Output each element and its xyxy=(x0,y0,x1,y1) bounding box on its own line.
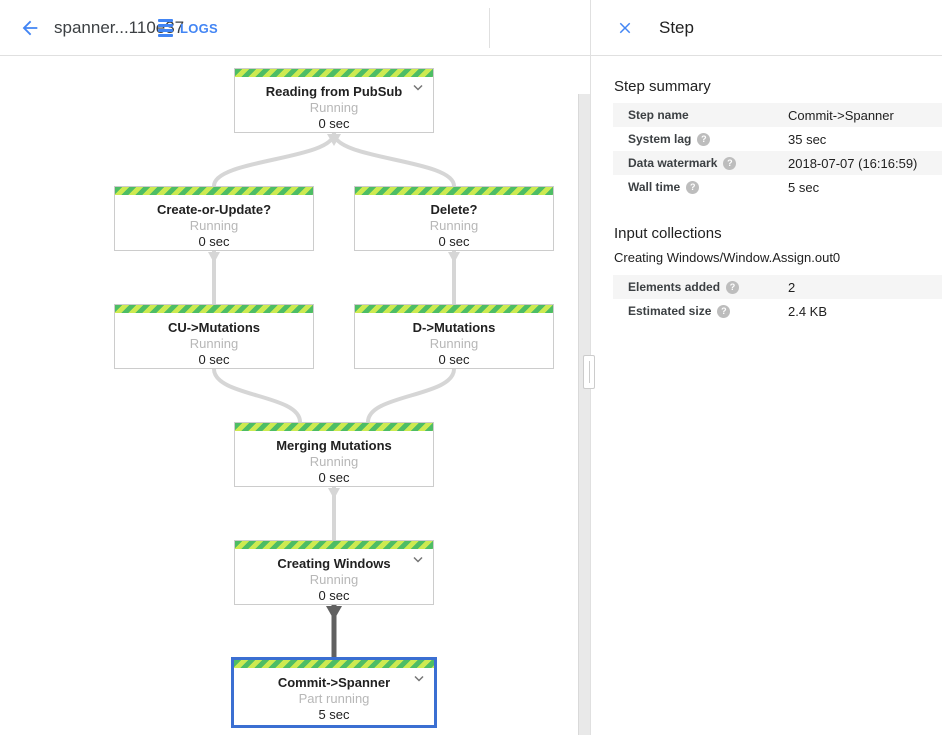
node-status: Part running xyxy=(298,691,370,706)
running-stripe xyxy=(115,187,313,195)
help-icon[interactable]: ? xyxy=(717,304,731,318)
row-value: 35 sec xyxy=(788,131,827,147)
back-button[interactable] xyxy=(16,14,44,42)
top-header: spanner...110e37 LOGS Step xyxy=(0,0,942,56)
help-icon[interactable]: ? xyxy=(686,180,700,194)
edge-pubsub-delete xyxy=(332,132,456,187)
node-time: 0 sec xyxy=(198,234,230,249)
node-title: Reading from PubSub xyxy=(265,84,403,99)
node-title: CU->Mutations xyxy=(167,320,261,335)
row-value: 2018-07-07 (16:16:59) xyxy=(788,155,918,171)
graph-node-delete[interactable]: Delete? Running 0 sec xyxy=(354,186,554,251)
row-value: 2.4 KB xyxy=(788,303,828,319)
panel-resize-handle[interactable] xyxy=(583,355,595,389)
table-row: Wall time ? 5 sec xyxy=(613,175,942,199)
step-details-panel: Step summary Step name Commit->Spanner S… xyxy=(591,56,942,735)
step-summary-heading: Step summary xyxy=(614,78,711,95)
node-status: Running xyxy=(309,572,359,587)
edge-pubsub-createorupdate xyxy=(212,132,336,187)
row-value: 5 sec xyxy=(788,179,820,195)
panel-header: Step xyxy=(590,0,942,56)
node-time: 0 sec xyxy=(438,352,470,367)
running-stripe xyxy=(235,541,433,549)
node-title: Commit->Spanner xyxy=(277,675,391,690)
header-left: spanner...110e37 LOGS xyxy=(0,0,590,56)
canvas-scrollbar-track[interactable] xyxy=(578,94,590,735)
graph-node-create-or-update[interactable]: Create-or-Update? Running 0 sec xyxy=(114,186,314,251)
chevron-down-icon[interactable] xyxy=(412,556,424,564)
row-label: Wall time ? xyxy=(628,180,788,194)
running-stripe xyxy=(235,423,433,431)
table-row: System lag ? 35 sec xyxy=(613,127,942,151)
step-summary-table: Step name Commit->Spanner System lag ? 3… xyxy=(613,103,942,199)
job-graph-canvas[interactable]: Reading from PubSub Running 0 sec Create… xyxy=(0,56,590,735)
graph-node-creating-windows[interactable]: Creating Windows Running 0 sec xyxy=(234,540,434,605)
row-label: System lag ? xyxy=(628,132,788,146)
close-panel-button[interactable] xyxy=(613,16,637,40)
chevron-down-icon[interactable] xyxy=(412,84,424,92)
row-label: Step name xyxy=(628,108,689,122)
row-label: Elements added ? xyxy=(628,280,788,294)
logs-button-label: LOGS xyxy=(179,20,218,36)
input-collections-heading: Input collections xyxy=(614,225,722,242)
node-time: 0 sec xyxy=(318,470,350,485)
table-row: Data watermark ? 2018-07-07 (16:16:59) xyxy=(613,151,942,175)
running-stripe xyxy=(115,305,313,313)
chevron-down-icon[interactable] xyxy=(413,675,425,683)
node-time: 0 sec xyxy=(318,588,350,603)
help-icon[interactable]: ? xyxy=(697,132,711,146)
graph-node-merging-mutations[interactable]: Merging Mutations Running 0 sec xyxy=(234,422,434,487)
input-collection-name: Creating Windows/Window.Assign.out0 xyxy=(614,250,841,265)
row-value: 2 xyxy=(788,279,796,295)
node-status: Running xyxy=(189,218,239,233)
edge-cumutations-merging xyxy=(212,368,302,423)
help-icon[interactable]: ? xyxy=(726,280,740,294)
graph-node-reading-from-pubsub[interactable]: Reading from PubSub Running 0 sec xyxy=(234,68,434,133)
help-icon[interactable]: ? xyxy=(723,156,737,170)
graph-node-cu-mutations[interactable]: CU->Mutations Running 0 sec xyxy=(114,304,314,369)
panel-title: Step xyxy=(659,18,694,37)
node-title: Delete? xyxy=(430,202,478,217)
running-stripe xyxy=(235,69,433,77)
table-row: Estimated size ? 2.4 KB xyxy=(613,299,942,323)
row-label: Estimated size ? xyxy=(628,304,788,318)
logs-list-icon xyxy=(157,19,173,37)
running-stripe xyxy=(234,660,434,668)
input-collections-table: Elements added ? 2 Estimated size ? 2.4 … xyxy=(613,275,942,323)
edge-dmutations-merging xyxy=(366,368,456,423)
running-stripe xyxy=(355,187,553,195)
node-title: D->Mutations xyxy=(412,320,496,335)
node-status: Running xyxy=(309,454,359,469)
node-status: Running xyxy=(189,336,239,351)
node-time: 5 sec xyxy=(318,707,350,722)
row-value: Commit->Spanner xyxy=(788,107,894,123)
edge-source-tip xyxy=(327,134,341,146)
node-time: 0 sec xyxy=(198,352,230,367)
node-time: 0 sec xyxy=(438,234,470,249)
logs-button[interactable]: LOGS xyxy=(157,0,218,56)
graph-node-commit-spanner[interactable]: Commit->Spanner Part running 5 sec xyxy=(231,657,437,728)
table-row: Step name Commit->Spanner xyxy=(613,103,942,127)
table-row: Elements added ? 2 xyxy=(613,275,942,299)
node-status: Running xyxy=(429,336,479,351)
row-label: Data watermark ? xyxy=(628,156,788,170)
graph-edges xyxy=(208,132,460,658)
close-icon xyxy=(619,22,631,34)
node-title: Create-or-Update? xyxy=(156,202,272,217)
node-time: 0 sec xyxy=(318,116,350,131)
node-status: Running xyxy=(429,218,479,233)
node-title: Creating Windows xyxy=(277,556,391,571)
node-title: Merging Mutations xyxy=(276,438,392,453)
job-title: spanner...110e37 xyxy=(54,18,185,37)
running-stripe xyxy=(355,305,553,313)
arrow-back-icon xyxy=(22,20,38,36)
node-status: Running xyxy=(309,100,359,115)
graph-node-d-mutations[interactable]: D->Mutations Running 0 sec xyxy=(354,304,554,369)
header-divider xyxy=(489,8,490,48)
